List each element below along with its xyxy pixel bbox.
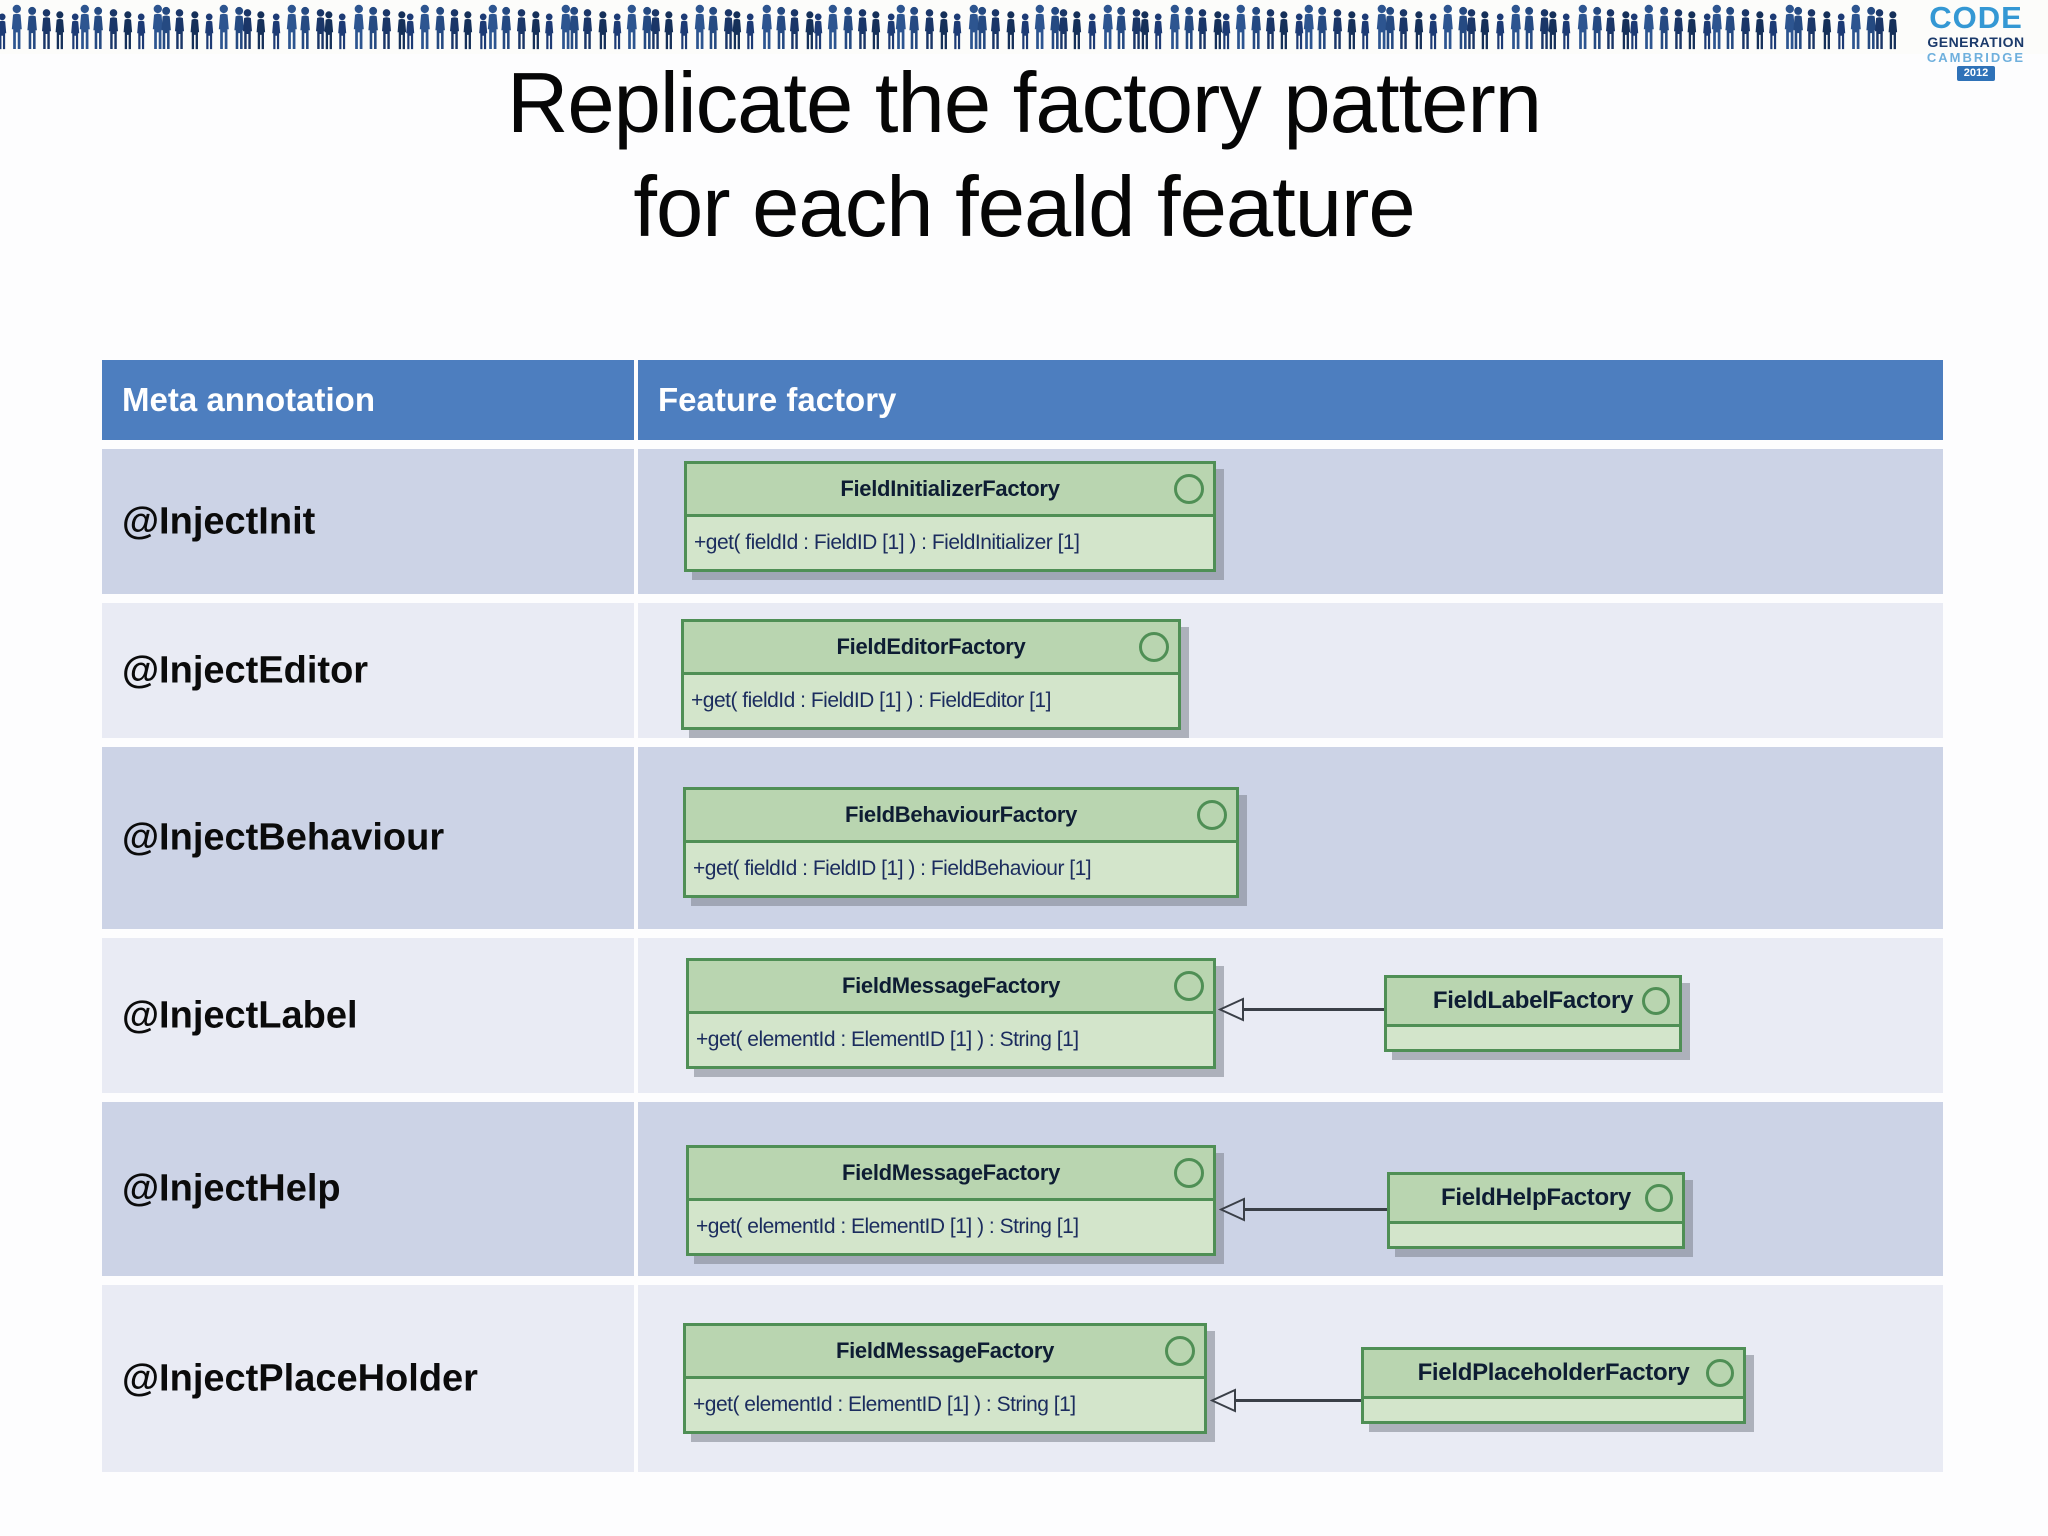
title-line-1: Replicate the factory pattern bbox=[506, 56, 1542, 151]
uml-class-icon bbox=[1645, 1184, 1673, 1212]
uml-class-method: +get( fieldId : FieldID [1] ) : FieldEdi… bbox=[691, 689, 1051, 712]
uml-class-box-field-message-factory: FieldMessageFactory +get( elementId : El… bbox=[686, 1145, 1216, 1256]
annotation-label: @InjectBehaviour bbox=[122, 816, 445, 859]
table-row-inject-behaviour: @InjectBehaviour FieldBehaviourFactory +… bbox=[102, 747, 1943, 929]
uml-class-box-field-message-factory: FieldMessageFactory +get( elementId : El… bbox=[683, 1323, 1207, 1434]
generalization-line bbox=[1234, 1399, 1361, 1402]
annotation-label: @InjectEditor bbox=[122, 649, 369, 691]
uml-class-icon bbox=[1165, 1336, 1195, 1366]
crowd-banner bbox=[0, 0, 2048, 54]
uml-class-box-field-editor-factory: FieldEditorFactory +get( fieldId : Field… bbox=[681, 619, 1181, 730]
title-line-2: for each feald feature bbox=[633, 159, 1415, 255]
table-row-inject-placeholder: @InjectPlaceHolder FieldMessageFactory +… bbox=[102, 1285, 1943, 1472]
uml-class-title: FieldInitializerFactory bbox=[840, 476, 1060, 501]
generalization-triangle-icon bbox=[1219, 1197, 1245, 1222]
uml-class-method: +get( elementId : ElementID [1] ) : Stri… bbox=[693, 1393, 1076, 1416]
uml-class-icon bbox=[1706, 1359, 1734, 1387]
uml-class-title: FieldEditorFactory bbox=[836, 634, 1026, 659]
uml-class-title: FieldMessageFactory bbox=[841, 1160, 1061, 1185]
factory-table: Meta annotation Feature factory @InjectI… bbox=[102, 360, 1943, 1481]
uml-class-box-field-initializer-factory: FieldInitializerFactory +get( fieldId : … bbox=[684, 461, 1216, 572]
annotation-label: @InjectLabel bbox=[122, 994, 358, 1036]
uml-class-icon bbox=[1174, 1158, 1204, 1188]
factory-cell: FieldMessageFactory +get( elementId : El… bbox=[638, 938, 1943, 1093]
header-cell-meta-annotation: Meta annotation bbox=[102, 360, 634, 440]
uml-class-box-field-help-factory: FieldHelpFactory bbox=[1387, 1172, 1685, 1249]
factory-cell: FieldMessageFactory +get( elementId : El… bbox=[638, 1102, 1943, 1276]
factory-cell: FieldInitializerFactory +get( fieldId : … bbox=[638, 449, 1943, 594]
annotation-label: @InjectPlaceHolder bbox=[122, 1357, 478, 1399]
uml-class-icon bbox=[1174, 474, 1204, 504]
table-row-inject-editor: @InjectEditor FieldEditorFactory +get( f… bbox=[102, 603, 1943, 738]
uml-class-icon bbox=[1197, 800, 1227, 830]
generalization-triangle-icon bbox=[1218, 997, 1244, 1022]
uml-class-title: FieldPlaceholderFactory bbox=[1417, 1359, 1690, 1386]
header-cell-feature-factory: Feature factory bbox=[638, 360, 1943, 440]
factory-cell: FieldEditorFactory +get( fieldId : Field… bbox=[638, 603, 1943, 738]
generalization-line bbox=[1242, 1008, 1384, 1011]
uml-class-method: +get( elementId : ElementID [1] ) : Stri… bbox=[696, 1028, 1079, 1051]
uml-class-box-field-placeholder-factory: FieldPlaceholderFactory bbox=[1361, 1347, 1746, 1424]
uml-class-title: FieldHelpFactory bbox=[1441, 1184, 1631, 1211]
logo-cambridge-text: CAMBRIDGE bbox=[1926, 50, 2026, 65]
uml-class-icon bbox=[1174, 971, 1204, 1001]
factory-cell: FieldMessageFactory +get( elementId : El… bbox=[638, 1285, 1943, 1472]
uml-class-box-field-message-factory: FieldMessageFactory +get( elementId : El… bbox=[686, 958, 1216, 1069]
uml-class-title: FieldMessageFactory bbox=[841, 973, 1061, 998]
uml-class-title: FieldLabelFactory bbox=[1432, 987, 1634, 1014]
crowd-banner-svg bbox=[0, 4, 1898, 50]
slide-title: Replicate the factory pattern for each f… bbox=[0, 52, 2048, 259]
uml-class-box-field-label-factory: FieldLabelFactory bbox=[1384, 975, 1682, 1052]
logo-code-text: CODE bbox=[1929, 0, 2023, 35]
uml-class-title: FieldMessageFactory bbox=[835, 1338, 1055, 1363]
uml-class-box-field-behaviour-factory: FieldBehaviourFactory +get( fieldId : Fi… bbox=[683, 787, 1239, 898]
uml-class-method: +get( fieldId : FieldID [1] ) : FieldBeh… bbox=[693, 857, 1092, 880]
table-header-row: Meta annotation Feature factory bbox=[102, 360, 1943, 440]
table-row-inject-label: @InjectLabel FieldMessageFactory +get( e… bbox=[102, 938, 1943, 1093]
table-row-inject-help: @InjectHelp FieldMessageFactory +get( el… bbox=[102, 1102, 1943, 1276]
annotation-label: @InjectHelp bbox=[122, 1167, 341, 1210]
logo-year-badge: 2012 bbox=[1956, 66, 1996, 81]
uml-class-icon bbox=[1139, 632, 1169, 662]
uml-class-method: +get( elementId : ElementID [1] ) : Stri… bbox=[696, 1215, 1079, 1238]
uml-class-title: FieldBehaviourFactory bbox=[844, 802, 1078, 827]
factory-cell: FieldBehaviourFactory +get( fieldId : Fi… bbox=[638, 747, 1943, 929]
generalization-line bbox=[1243, 1208, 1387, 1211]
table-row-inject-init: @InjectInit FieldInitializerFactory +get… bbox=[102, 449, 1943, 594]
annotation-label: @InjectInit bbox=[122, 500, 316, 542]
generalization-triangle-icon bbox=[1210, 1388, 1236, 1413]
uml-class-icon bbox=[1642, 987, 1670, 1015]
logo-generation-text: GENERATION bbox=[1927, 34, 2025, 50]
code-generation-logo: CODE GENERATION CAMBRIDGE 2012 bbox=[1908, 2, 2044, 81]
uml-class-method: +get( fieldId : FieldID [1] ) : FieldIni… bbox=[694, 531, 1080, 554]
